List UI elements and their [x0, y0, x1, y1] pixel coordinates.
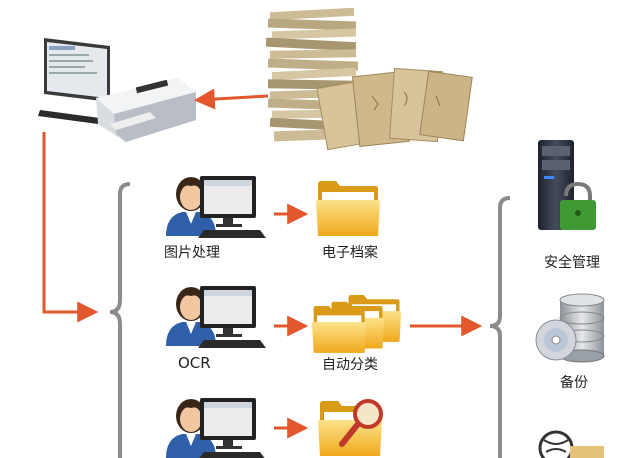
- search-folder-icon: [318, 399, 383, 456]
- security-management-label: 安全管理: [544, 255, 600, 271]
- operator-computer-icon: [166, 286, 266, 348]
- right-bracket: [489, 196, 511, 458]
- electronic-archive-label: 电子档案: [322, 245, 378, 261]
- disk-stack-icon: [535, 293, 605, 363]
- left-bracket: [109, 182, 131, 458]
- operator-computer-icon: [166, 176, 266, 238]
- auto-classify-label: 自动分类: [322, 357, 378, 373]
- folder-icon: [316, 181, 380, 236]
- ocr-label: OCR: [178, 354, 211, 372]
- paper-archive-stack-icon: [265, 7, 473, 151]
- scanner-to-process-arrow: [42, 132, 99, 323]
- network-globe-icon: [538, 430, 604, 458]
- scanner-workstation-icon: [38, 38, 196, 142]
- operator-computer-icon: [166, 398, 266, 458]
- backup-label: 备份: [560, 375, 588, 391]
- multi-folder-icon: [311, 294, 402, 353]
- server-lock-icon: [538, 140, 596, 230]
- image-processing-label: 图片处理: [164, 245, 220, 261]
- paper-to-scanner-arrow: [193, 88, 269, 110]
